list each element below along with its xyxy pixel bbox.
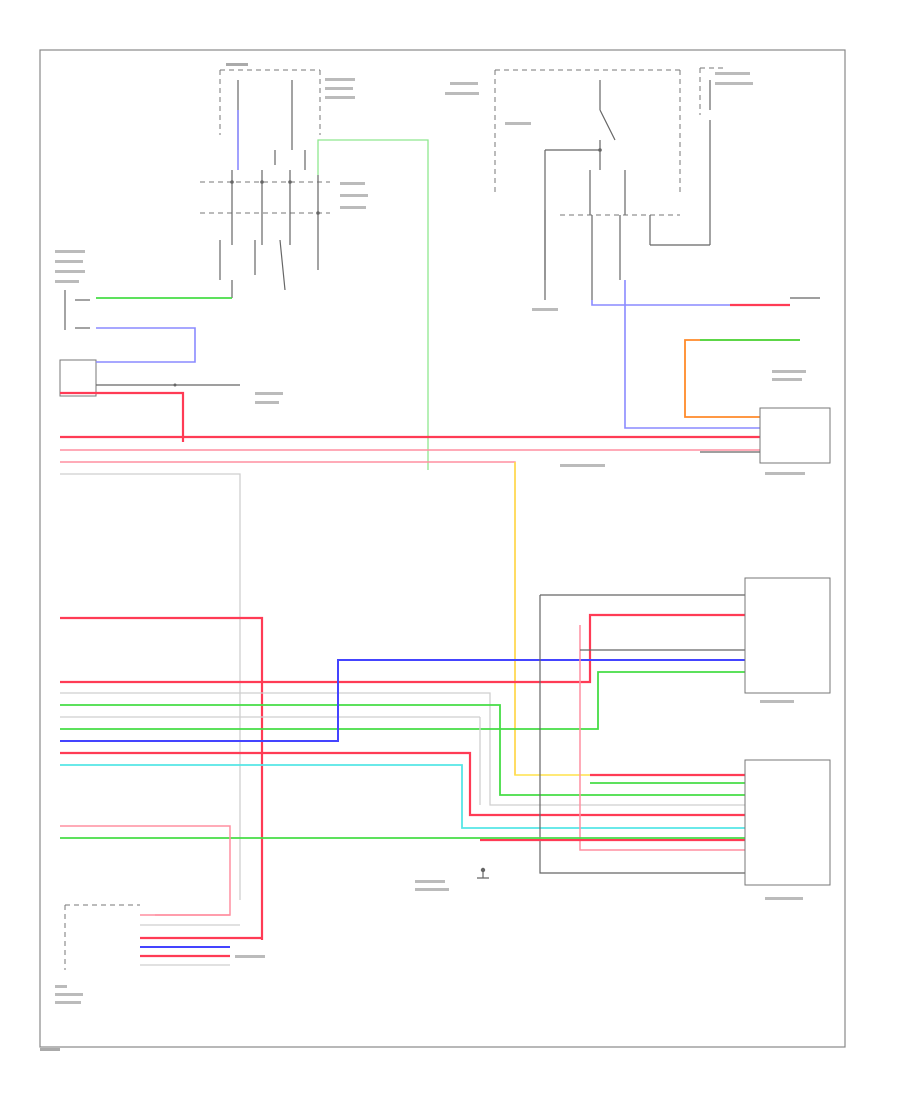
wire-gray-vertical-bus: [539, 595, 745, 874]
front-sensor-connector: [59, 359, 97, 397]
lower-left-module: [64, 904, 262, 970]
wire-pink-lower: [60, 825, 231, 916]
front-sensors: [64, 290, 90, 330]
wire-yellow: [514, 462, 590, 776]
wire-red-lower-3: [60, 751, 745, 817]
top-right-fuse-block: [494, 69, 710, 300]
wire-blue-loop: [96, 327, 196, 363]
wire-blue-right: [591, 300, 760, 306]
wire-blue-right-down: [624, 280, 760, 429]
wire-red-main-lower: [60, 613, 745, 684]
front-fuse-block: [200, 69, 330, 298]
wire-green-lower-2: [60, 671, 745, 730]
wire-blue-lower: [60, 659, 745, 742]
wire-red-vertical-left: [60, 616, 264, 940]
far-right-fuse-block: [699, 67, 725, 245]
rear-sensor-connector: [759, 407, 831, 464]
wire-red-sensor: [60, 391, 185, 442]
tiny-labels: [40, 63, 806, 1051]
wire-cyan: [60, 764, 745, 829]
rear-control-unit-lower: [744, 759, 831, 886]
diagram-frame: [39, 49, 846, 1048]
wire-green-vertical: [317, 139, 429, 470]
rear-control-unit-upper: [744, 577, 831, 694]
wire-green-lower-1: [60, 704, 745, 796]
wire-white-bus: [60, 473, 241, 900]
